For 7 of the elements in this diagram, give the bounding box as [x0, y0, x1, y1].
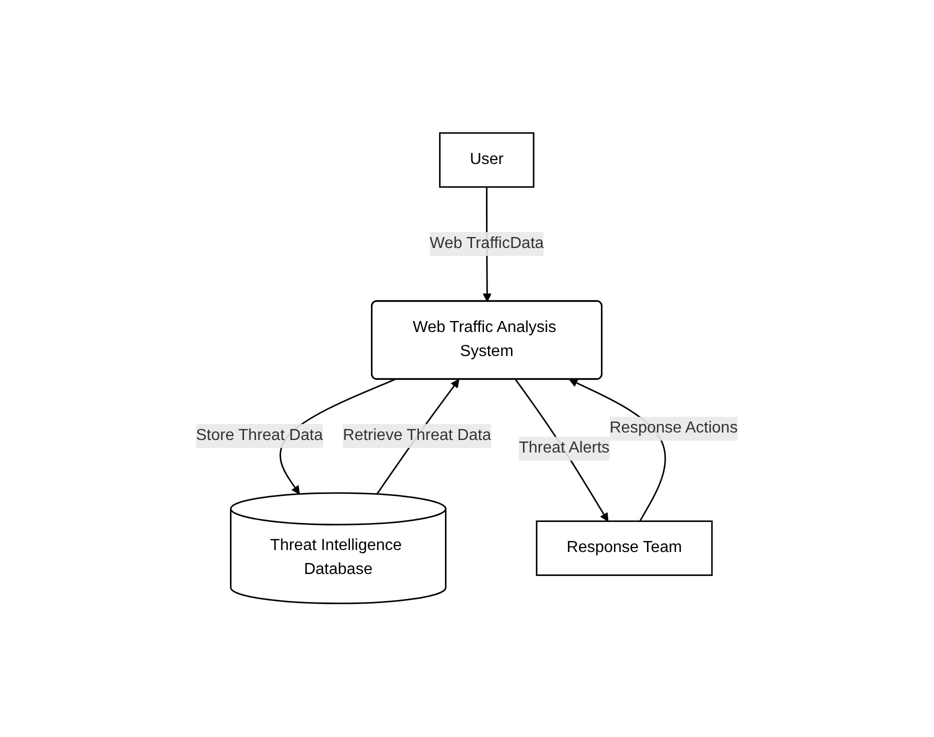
node-box: User: [439, 132, 534, 188]
edge-label: Retrieve Threat Data: [343, 427, 492, 444]
node-box: Response Team: [536, 520, 713, 576]
edge-label: Response Actions: [610, 420, 738, 438]
edge-label: Store Threat Data: [196, 427, 324, 444]
edge-label: Threat Alerts: [518, 440, 610, 458]
edge-label: Web TrafficData: [430, 235, 544, 252]
